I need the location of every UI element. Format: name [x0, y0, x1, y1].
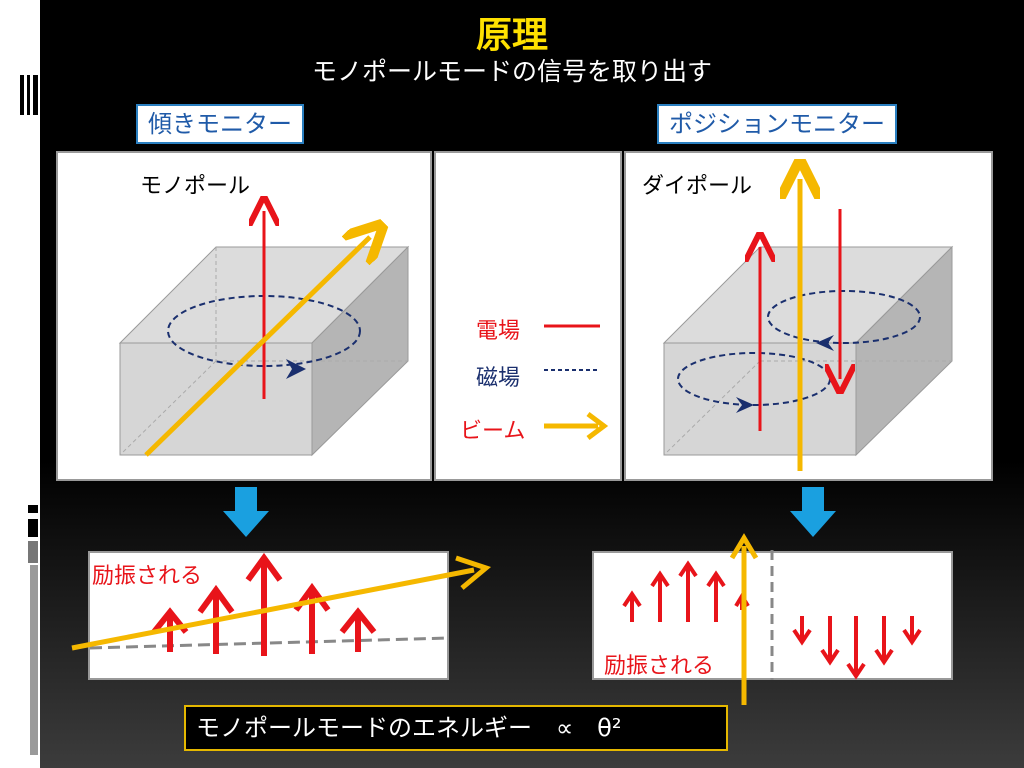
tilt-monitor-label: 傾きモニター: [136, 104, 304, 144]
monopole-excitation-diagram: [71, 552, 492, 656]
monopole-excitation-panel: [88, 551, 449, 680]
left-bar-lower: [30, 565, 38, 755]
page-subtitle: モノポールモードの信号を取り出す: [311, 57, 712, 86]
excited-label-left: 励振される: [92, 564, 203, 589]
bfield-direction-icon: [736, 397, 754, 413]
down-arrow-icon: [790, 487, 836, 537]
monopole-label: モノポール: [140, 174, 251, 199]
dipole-label: ダイポール: [642, 174, 753, 199]
excited-label-right: 励振される: [604, 654, 715, 679]
bfield-direction-icon: [816, 335, 834, 351]
monopole-cavity-diagram: [118, 151, 410, 457]
down-arrow-icon: [223, 487, 269, 537]
position-monitor-label: ポジションモニター: [657, 104, 897, 144]
slide-marker-icon: [20, 75, 38, 115]
legend-symbols: [544, 324, 609, 440]
monopole-energy-formula: モノポールモードのエネルギー ∝ θ²: [184, 705, 728, 751]
legend-beam-label: ビーム: [460, 419, 526, 444]
bfield-direction-icon: [286, 359, 306, 379]
page-title: 原理: [475, 15, 548, 56]
legend-bfield-label: 磁場: [476, 366, 521, 391]
legend-efield-label: 電場: [476, 319, 521, 344]
slide-marker-small-icon: [28, 505, 38, 563]
dipole-cavity-diagram: [662, 151, 954, 471]
dipole-excitation-diagram: [622, 533, 922, 705]
